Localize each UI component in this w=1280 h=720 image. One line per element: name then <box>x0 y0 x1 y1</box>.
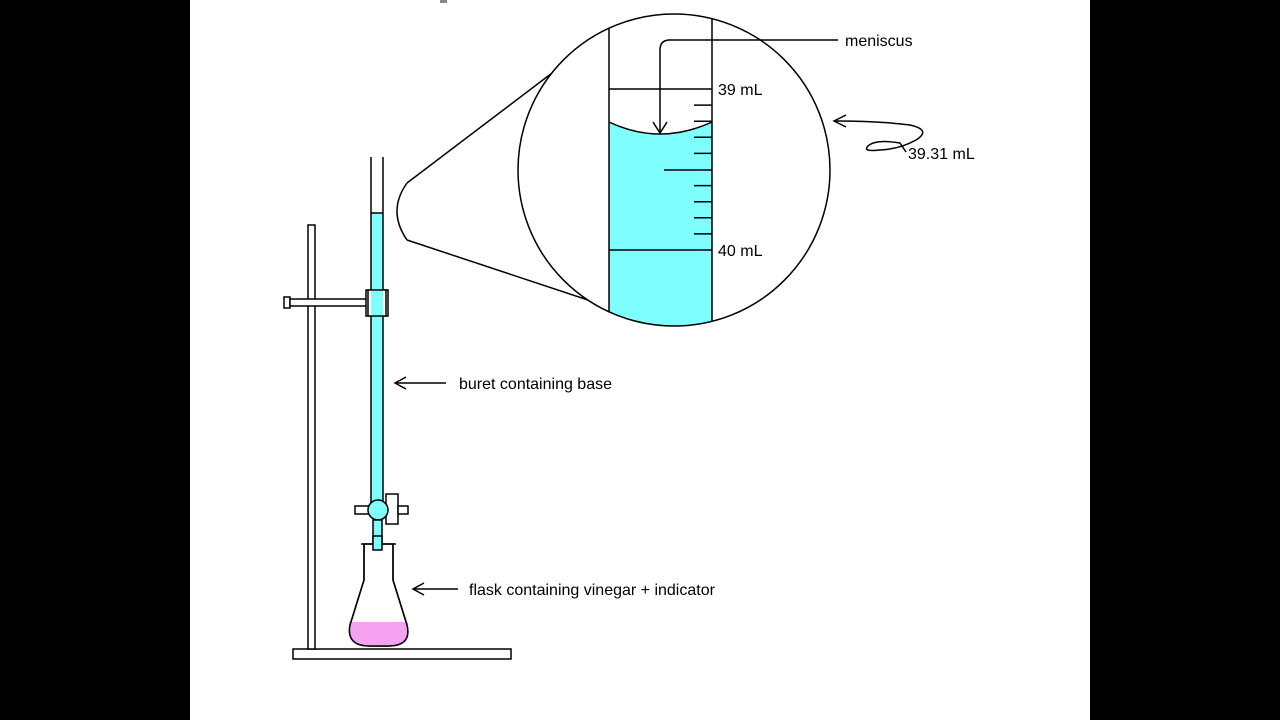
clamp-arm <box>289 298 370 307</box>
stopcock <box>354 493 409 549</box>
ring-stand <box>292 224 512 660</box>
buret <box>367 157 387 510</box>
flask-callout: flask containing vinegar + indicator <box>411 582 716 599</box>
stand-rod <box>307 224 316 650</box>
meniscus-label: meniscus <box>845 33 913 50</box>
stand-base <box>292 648 512 660</box>
flask-arrowhead <box>411 582 425 596</box>
buret-arrowhead <box>393 376 407 390</box>
stopcock-body <box>367 499 389 521</box>
magnified-base-solution <box>609 122 712 326</box>
meniscus-pointer-line <box>659 39 838 132</box>
letterbox-right <box>1090 0 1280 720</box>
reading-callout: 39.31 mL <box>832 114 975 163</box>
buret-base-solution <box>371 213 383 510</box>
letterbox-left <box>0 0 190 720</box>
flask-label: flask containing vinegar + indicator <box>469 582 716 599</box>
callout-tip <box>396 182 408 241</box>
scale-label-39: 39 mL <box>718 82 763 99</box>
erlenmeyer-flask <box>348 535 409 647</box>
flask-vinegar-solution <box>348 622 409 646</box>
minor-graduations <box>694 104 712 235</box>
meniscus-callout: meniscus <box>652 33 913 135</box>
cropped-text-fragment <box>440 0 447 3</box>
buret-label: buret containing base <box>459 376 612 393</box>
reading-value: 39.31 mL <box>908 146 975 163</box>
buret-callout: buret containing base <box>393 376 612 393</box>
zoom-callout <box>396 69 601 305</box>
magnifier-outline <box>517 13 831 327</box>
reading-arrowhead <box>832 114 847 128</box>
magnified-view: 39 mL 40 mL <box>517 13 831 327</box>
clamp-screw <box>283 296 291 309</box>
meniscus-arrowhead <box>652 121 668 135</box>
reading-squiggle <box>835 120 924 153</box>
scale-label-40: 40 mL <box>718 243 763 260</box>
